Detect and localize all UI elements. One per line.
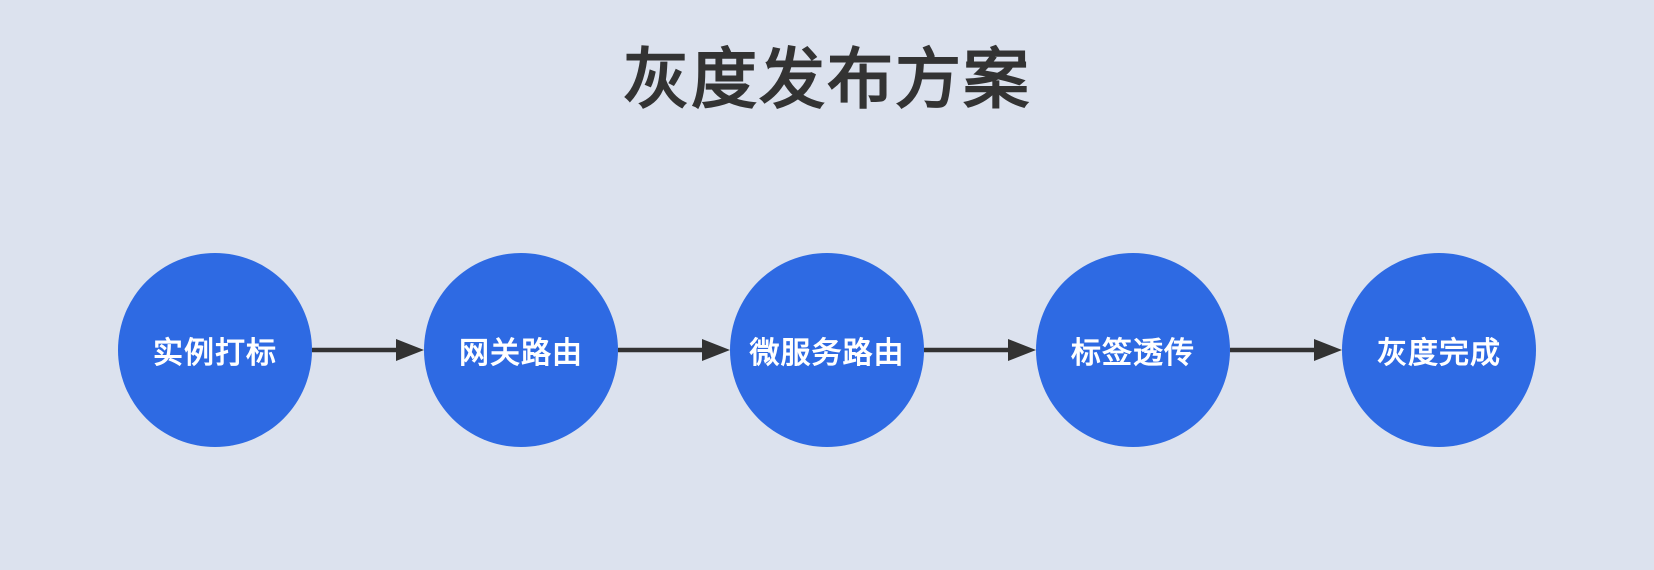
arrow-right-icon bbox=[618, 339, 730, 361]
flow-node-microservice-routing: 微服务路由 bbox=[730, 253, 924, 447]
flow-node-label: 网关路由 bbox=[459, 337, 583, 370]
flow-node-label: 微服务路由 bbox=[749, 337, 905, 370]
flow-row: 实例打标 网关路由 微服务路由 标签透传 灰度完成 bbox=[0, 253, 1654, 447]
arrow-right-icon bbox=[312, 339, 424, 361]
flow-node-instance-tagging: 实例打标 bbox=[118, 253, 312, 447]
flow-node-label: 标签透传 bbox=[1071, 337, 1195, 370]
arrow-right-icon bbox=[924, 339, 1036, 361]
diagram-title: 灰度发布方案 bbox=[623, 42, 1031, 116]
arrow-right-icon bbox=[1230, 339, 1342, 361]
flow-node-label: 灰度完成 bbox=[1377, 337, 1501, 370]
flow-node-gateway-routing: 网关路由 bbox=[424, 253, 618, 447]
flow-node-tag-passthrough: 标签透传 bbox=[1036, 253, 1230, 447]
flow-node-gray-release-complete: 灰度完成 bbox=[1342, 253, 1536, 447]
flow-node-label: 实例打标 bbox=[153, 337, 277, 370]
